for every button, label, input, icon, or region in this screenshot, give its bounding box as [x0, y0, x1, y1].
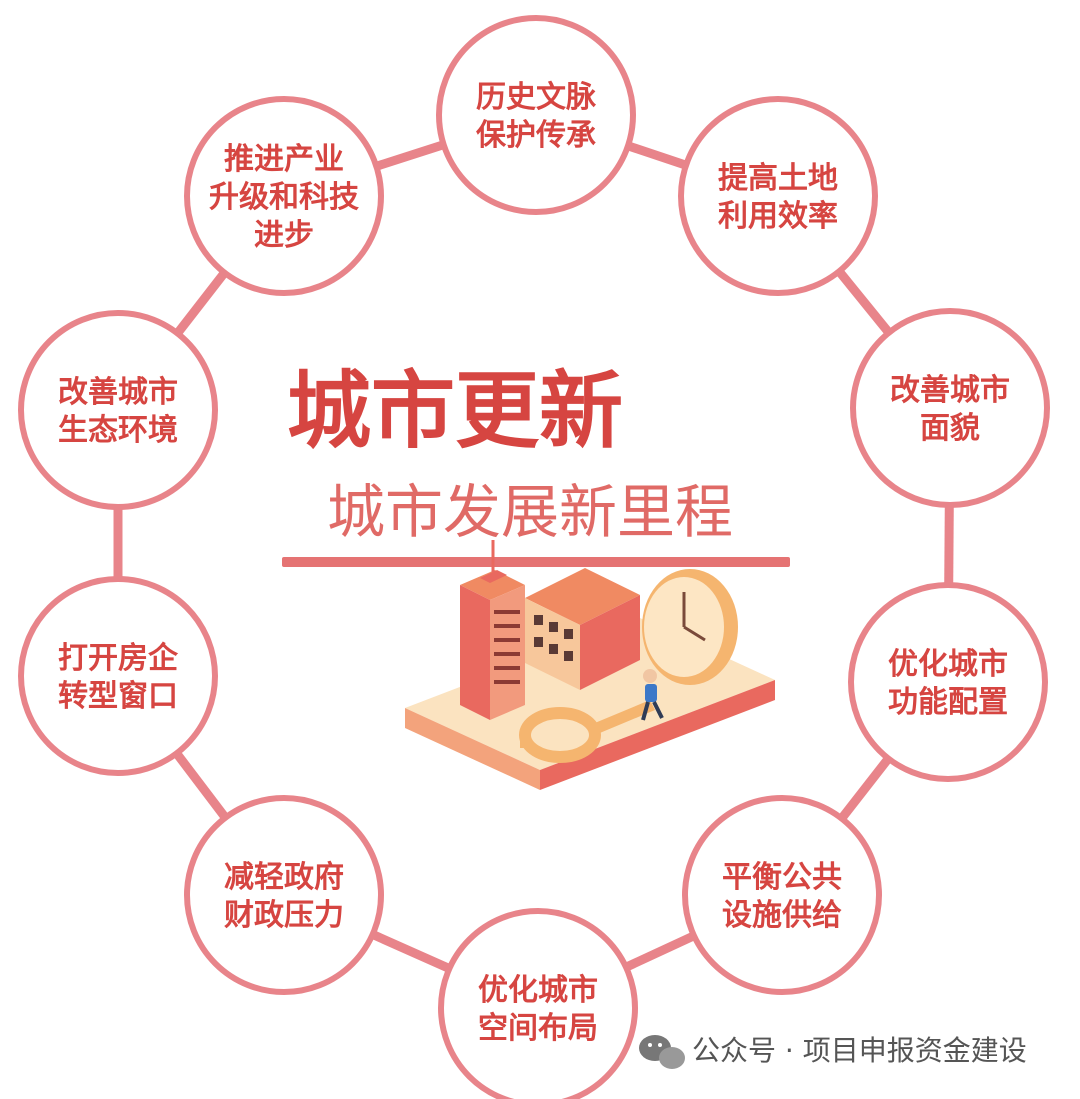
city-illustration	[405, 540, 775, 790]
subtitle: 城市发展新里程	[327, 478, 733, 546]
node-label: 保护传承	[476, 118, 596, 153]
node-label: 优化城市	[888, 647, 1008, 682]
node-circle	[184, 96, 384, 296]
low-building-side	[580, 595, 640, 690]
node-label: 进步	[254, 218, 314, 253]
node-label: 面貌	[920, 411, 980, 446]
tower-windows	[494, 610, 520, 684]
node-label: 历史文脉	[476, 80, 597, 115]
node-label: 升级和科技	[209, 180, 359, 215]
node-circle	[682, 795, 882, 995]
node-label: 平衡公共	[722, 860, 842, 895]
low-building-windows	[534, 615, 573, 661]
node-label: 利用效率	[718, 199, 838, 234]
node-circle	[848, 582, 1048, 782]
tower-roof	[460, 570, 525, 600]
node-ring: 历史文脉保护传承提高土地利用效率改善城市面貌优化城市功能配置平衡公共设施供给优化…	[18, 15, 1050, 1099]
node-label: 空间布局	[478, 1011, 598, 1046]
person-figure	[641, 669, 664, 721]
node-label: 转型窗口	[58, 679, 178, 714]
node-label: 生态环境	[58, 413, 178, 448]
key-icon	[519, 700, 655, 763]
platform-side-right	[540, 680, 775, 790]
tower-front	[460, 585, 490, 720]
node-label: 优化城市	[478, 973, 598, 1008]
node-circle	[18, 576, 218, 776]
node-label: 提高土地	[718, 161, 838, 196]
node-label: 改善城市	[890, 373, 1010, 408]
main-title: 城市更新	[287, 362, 623, 460]
node-label: 财政压力	[224, 898, 344, 933]
title-underline	[282, 557, 790, 567]
clock-icon	[642, 569, 738, 685]
wechat-icon	[639, 1035, 685, 1069]
node-label: 打开房企	[58, 641, 179, 676]
node-label: 推进产业	[224, 142, 344, 177]
node-label: 功能配置	[888, 685, 1008, 720]
node-circle	[678, 96, 878, 296]
node-circle	[18, 310, 218, 510]
watermark-text: 公众号 · 项目申报资金建设	[692, 1034, 1027, 1067]
node-circle	[436, 15, 636, 215]
node-circle	[438, 908, 638, 1099]
node-label: 改善城市	[58, 375, 178, 410]
node-label: 减轻政府	[224, 860, 344, 895]
node-circle	[850, 308, 1050, 508]
watermark: 公众号 · 项目申报资金建设	[639, 1034, 1027, 1069]
node-circle	[184, 795, 384, 995]
platform-side-left	[405, 708, 540, 790]
low-building-roof	[525, 568, 640, 625]
node-label: 设施供给	[722, 898, 842, 933]
